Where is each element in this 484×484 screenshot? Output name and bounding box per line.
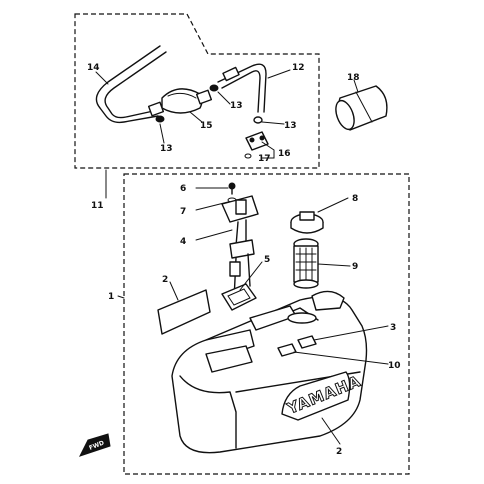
callout-2-front: 2 bbox=[336, 447, 342, 457]
callout-18: 18 bbox=[347, 73, 360, 83]
cover-sleeve bbox=[335, 85, 388, 131]
callout-4: 4 bbox=[180, 237, 186, 247]
label-small bbox=[297, 335, 317, 349]
gasket bbox=[221, 283, 257, 311]
callout-6: 6 bbox=[180, 184, 186, 194]
screw bbox=[228, 182, 236, 195]
callout-13-middle: 13 bbox=[230, 101, 243, 111]
fwd-arrow-icon: FWD bbox=[79, 433, 111, 457]
fuel-hose-left bbox=[95, 45, 167, 124]
cap-left bbox=[155, 115, 165, 123]
callout-12: 12 bbox=[292, 63, 305, 73]
callout-15: 15 bbox=[200, 121, 213, 131]
callout-5: 5 bbox=[264, 255, 270, 265]
cap-middle bbox=[209, 84, 219, 92]
primer-bulb bbox=[147, 88, 213, 117]
callout-13-left: 13 bbox=[160, 144, 173, 154]
callout-16: 16 bbox=[278, 149, 291, 159]
hose-assembly-box bbox=[74, 13, 320, 169]
callout-3: 3 bbox=[390, 323, 396, 333]
callout-numbers: 14 12 13 13 13 15 16 17 11 18 6 7 4 5 8 … bbox=[87, 63, 401, 457]
callout-8: 8 bbox=[352, 194, 358, 204]
decal-left bbox=[157, 289, 211, 335]
fuel-gauge-unit bbox=[221, 195, 259, 301]
callout-9: 9 bbox=[352, 262, 358, 272]
tank-box bbox=[123, 173, 410, 475]
callout-7: 7 bbox=[180, 207, 186, 217]
callout-14: 14 bbox=[87, 63, 100, 73]
callout-11: 11 bbox=[91, 201, 104, 211]
callout-1: 1 bbox=[108, 292, 114, 302]
callout-2-left: 2 bbox=[162, 275, 168, 285]
callout-13-right: 13 bbox=[284, 121, 297, 131]
filler-cap bbox=[290, 211, 324, 234]
fuel-hose-right bbox=[217, 63, 267, 113]
callout-17: 17 bbox=[258, 154, 271, 164]
fuel-tank bbox=[171, 290, 368, 454]
connector bbox=[244, 131, 269, 159]
cap-right bbox=[253, 116, 263, 124]
leader-lines bbox=[95, 69, 389, 445]
strainer bbox=[293, 238, 319, 289]
callout-10: 10 bbox=[388, 361, 401, 371]
